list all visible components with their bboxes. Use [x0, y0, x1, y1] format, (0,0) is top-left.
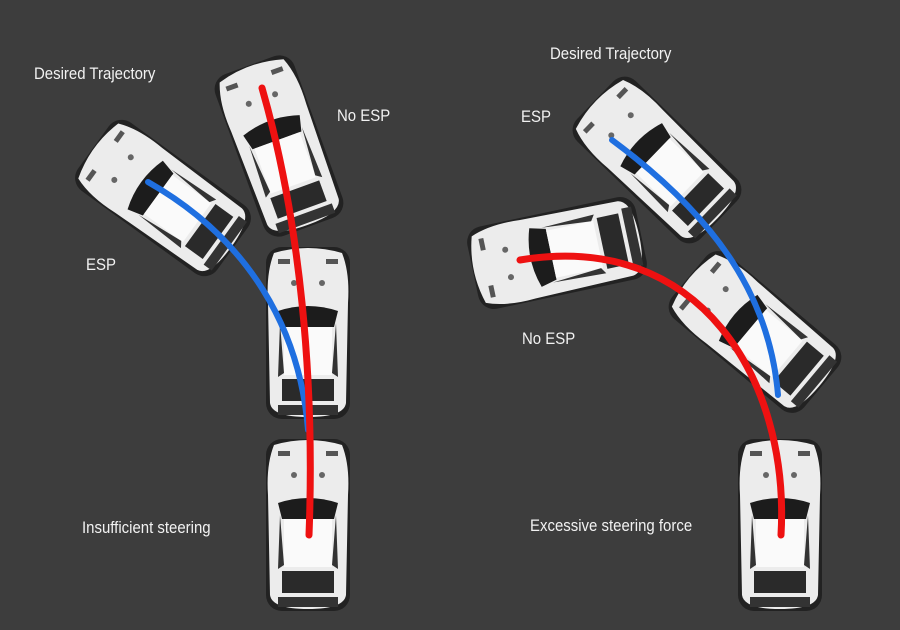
left-no-esp-path: [258, 84, 314, 539]
right-desired-trajectory-label: Desired Trajectory: [550, 44, 672, 63]
left-desired-trajectory-label: Desired Trajectory: [34, 64, 156, 83]
left-no-esp-label: No ESP: [337, 106, 391, 125]
left-caption: Insufficient steering: [82, 518, 211, 537]
left-esp-path: [145, 179, 311, 433]
car-right-middle: [662, 244, 848, 420]
right-no-esp-path: [516, 252, 786, 539]
right-no-esp-label: No ESP: [522, 329, 576, 348]
right-esp-label: ESP: [521, 107, 551, 126]
right-caption: Excessive steering force: [530, 516, 693, 535]
left-esp-label: ESP: [86, 255, 116, 274]
right-esp-path: [609, 137, 781, 398]
